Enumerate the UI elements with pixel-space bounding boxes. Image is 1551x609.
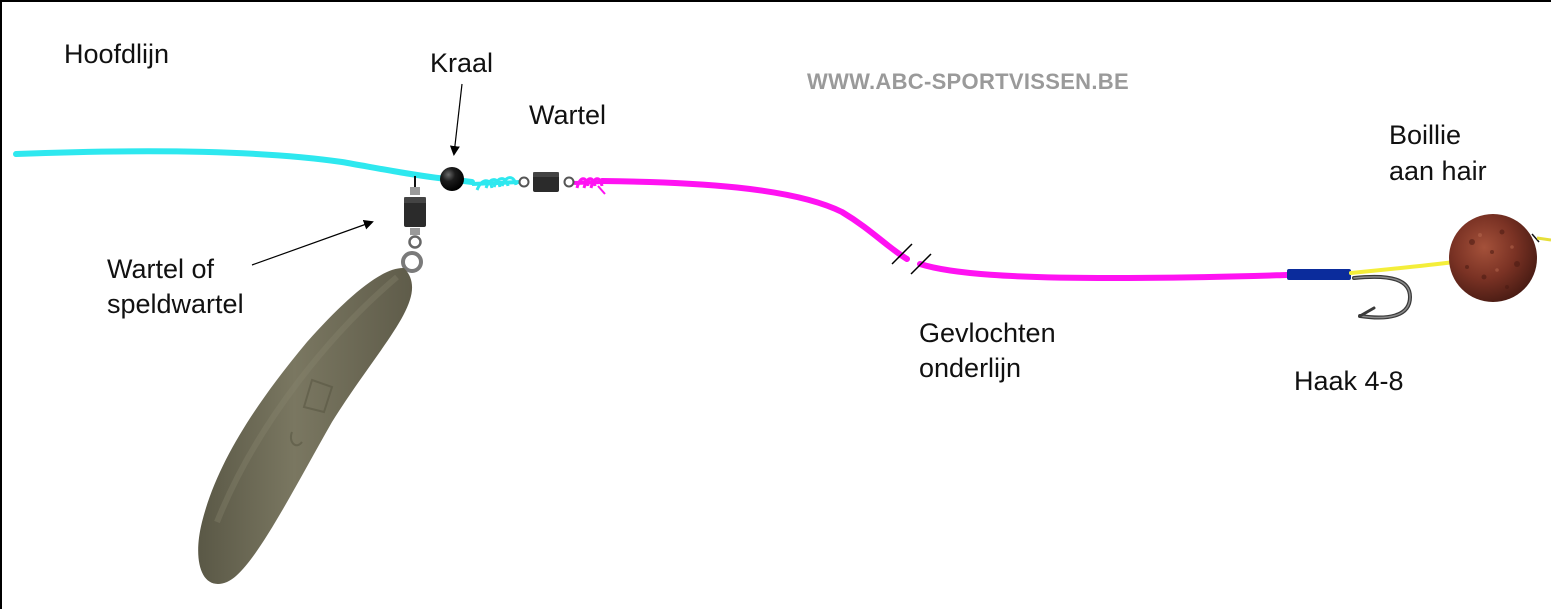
bead-arrow: [449, 83, 463, 156]
lead-weight-icon: [198, 251, 423, 584]
braided-hooklink-label-line2: onderlijn: [919, 353, 1022, 383]
boilie-label-line2: aan hair: [1389, 156, 1487, 186]
shrink-tube: [1287, 269, 1351, 280]
braided-hooklink: [599, 178, 910, 262]
boilie-icon: [1449, 214, 1551, 302]
bead-icon: [440, 167, 464, 191]
watermark: WWW.ABC-SPORTVISSEN.BE: [807, 69, 1129, 94]
braided-hooklink-continued: [917, 261, 1290, 282]
line-break-marks: [891, 243, 932, 275]
swivel-label: Wartel: [529, 100, 607, 130]
label-arrows: [251, 83, 463, 266]
boilie-label-line1: Boillie: [1389, 120, 1462, 150]
clip-swivel-icon: [404, 176, 426, 249]
hair-line: [1349, 260, 1456, 275]
clip-swivel-label-line1: Wartel of: [107, 254, 215, 284]
hook-label: Haak 4-8: [1294, 366, 1404, 396]
hook-icon: [1352, 274, 1413, 320]
main-line-label: Hoofdlijn: [64, 39, 170, 69]
bead-label: Kraal: [430, 48, 494, 78]
main-line: [13, 148, 475, 185]
braided-hooklink-label-line1: Gevlochten: [919, 318, 1056, 348]
clip-swivel-arrow: [251, 219, 374, 266]
main-line-knot: [471, 176, 521, 191]
braid-knot: [573, 177, 606, 195]
clip-swivel-label-line2: speldwartel: [107, 289, 244, 319]
swivel-icon: [518, 172, 575, 192]
